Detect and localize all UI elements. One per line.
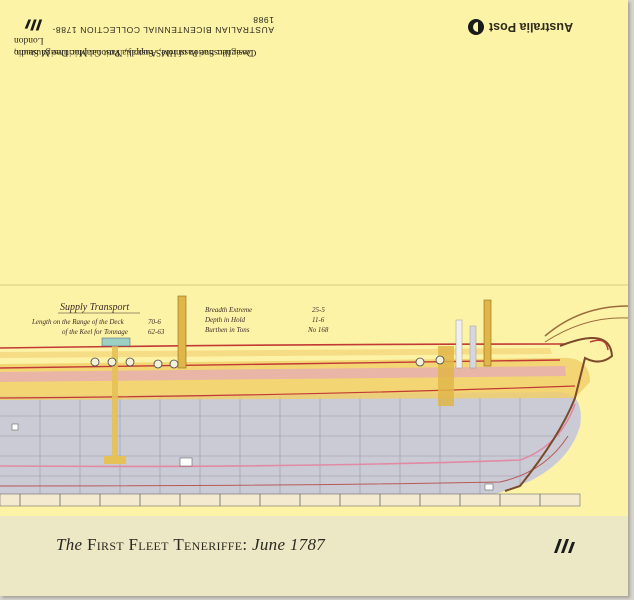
plan-note-breadth-value: 25-5	[312, 306, 325, 314]
illustration-credit: Cover Illustration of HMS Supply, Nation…	[14, 35, 257, 57]
australia-post-icon	[468, 19, 484, 35]
title-teneriffe: Teneriffe	[173, 535, 243, 554]
plan-note-length-label: Length on the Range of the Deck	[31, 318, 125, 326]
title-the: The	[56, 535, 83, 554]
plan-note-depth-label: Depth in Hold	[204, 316, 246, 324]
plan-note-length-value: 70-6	[148, 318, 161, 326]
plan-title: Supply Transport	[60, 302, 129, 313]
plan-note-burthen-label: Burthen in Tons	[205, 326, 250, 334]
fold-line	[0, 284, 628, 286]
bicentennial-icon	[554, 539, 575, 553]
plan-note-burthen-value: No 168	[307, 326, 329, 334]
title-date: June 1787	[252, 535, 326, 554]
plan-note-breadth-label: Breadth Extreme	[205, 306, 252, 314]
plan-note-keel-label: of the Keel for Tonnage	[62, 328, 128, 336]
title-banner	[0, 516, 628, 596]
plan-note-depth-value: 11-6	[312, 316, 325, 324]
collection-line: AUSTRALIAN BICENTENNIAL COLLECTION 1788-…	[24, 14, 274, 36]
title-colon: :	[242, 535, 248, 554]
bicentennial-icon	[24, 19, 43, 31]
plan-note-keel-value: 62-63	[148, 328, 165, 336]
cover-title: The First Fleet Teneriffe: June 1787	[56, 535, 325, 555]
australia-post-logo: Australia Post	[468, 14, 588, 40]
brand-name: Australia Post	[489, 20, 574, 34]
ship-plan-illustration: Supply Transport Length on the Range of …	[0, 295, 628, 507]
collection-text: AUSTRALIAN BICENTENNIAL COLLECTION 1788-…	[51, 15, 274, 35]
title-first-fleet: First Fleet	[86, 535, 169, 554]
